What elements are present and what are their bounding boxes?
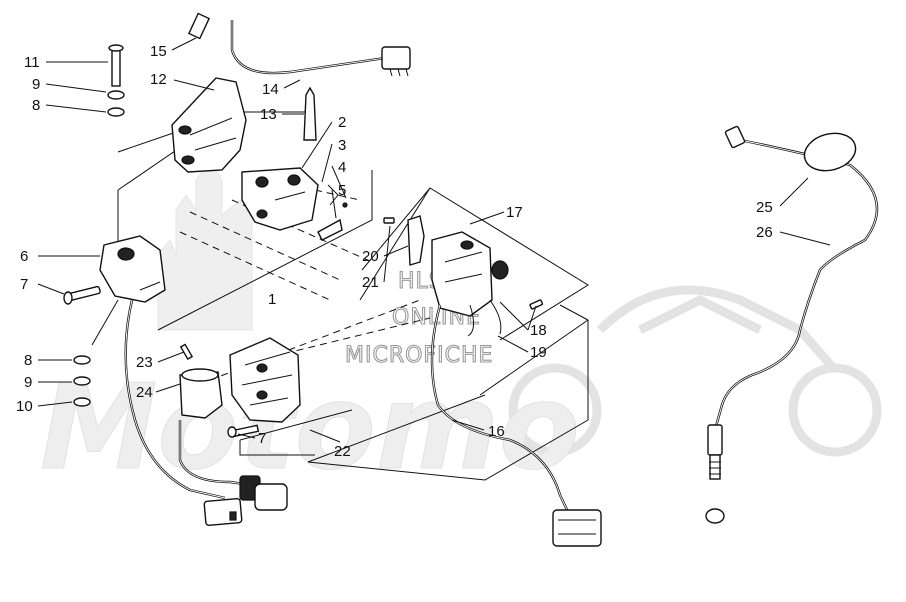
callout-4: 4	[338, 159, 346, 176]
watermark-motorcycle	[508, 285, 882, 457]
callout-11: 11	[24, 54, 40, 71]
callout-9b: 9	[24, 374, 32, 391]
leader-lines	[37, 37, 831, 443]
washer-9-upper	[107, 90, 125, 100]
washer-8-lower	[73, 355, 91, 365]
callout-22: 22	[334, 443, 351, 460]
callout-24: 24	[136, 384, 153, 401]
callout-12: 12	[150, 71, 167, 88]
callout-18: 18	[530, 322, 547, 339]
bracket-20	[407, 215, 425, 266]
callout-7b: 7	[258, 430, 266, 447]
spark-plug-wire-26	[705, 125, 879, 524]
mounting-bracket-12	[171, 77, 247, 173]
clip-5	[317, 218, 343, 241]
screw-18	[529, 299, 544, 310]
connector-left-upper	[239, 475, 288, 511]
housing-6	[99, 235, 166, 303]
watermark-brand: Motomo	[40, 358, 580, 496]
callout-13: 13	[260, 106, 277, 123]
connector-15	[187, 12, 211, 40]
watermark: Motomo HLSM'S ONLINE MICROFICHE	[40, 159, 882, 497]
washer-9-lower	[73, 376, 91, 386]
watermark-line-3: MICROFICHE	[345, 343, 493, 368]
watermark-castle	[157, 159, 253, 331]
callout-6: 6	[20, 248, 28, 265]
callout-21: 21	[362, 274, 379, 291]
pin-4	[342, 202, 348, 208]
callout-19: 19	[530, 344, 547, 361]
callout-23: 23	[136, 354, 153, 371]
callout-1: 1	[268, 291, 276, 308]
wire-lead-14	[230, 20, 411, 77]
connector-left-lower	[203, 498, 243, 526]
harness-16	[430, 304, 602, 547]
callout-10: 10	[16, 398, 33, 415]
callout-26: 26	[756, 224, 773, 241]
callout-3: 3	[338, 137, 346, 154]
callout-8a: 8	[32, 97, 40, 114]
callout-9a: 9	[32, 76, 40, 93]
callouts: 1 2 3 4 5 6 7 7 8 8 9 9 10 11 12 13 14 1…	[16, 43, 773, 460]
callout-7a: 7	[20, 276, 28, 293]
callout-8b: 8	[24, 352, 32, 369]
spring-3	[327, 184, 339, 206]
callout-14: 14	[262, 81, 279, 98]
harness-wire-left	[124, 299, 259, 500]
washer-10-lower	[73, 397, 91, 407]
callout-2: 2	[338, 114, 346, 131]
callout-5: 5	[338, 182, 346, 199]
callout-25: 25	[756, 199, 773, 216]
module-24	[179, 368, 223, 419]
callout-17: 17	[506, 204, 523, 221]
washer-8-upper	[107, 107, 125, 117]
screw-23	[179, 343, 194, 361]
switch-housing-2	[241, 167, 319, 231]
terminal-13	[303, 86, 317, 141]
screw-21	[383, 217, 395, 224]
switch-assembly-17	[431, 231, 509, 317]
wire-19	[467, 299, 502, 337]
bolt-11	[108, 44, 124, 87]
callout-20: 20	[362, 248, 379, 265]
rotor-cover-22	[229, 337, 301, 423]
callout-15: 15	[150, 43, 167, 60]
screw-7-upper	[63, 285, 101, 305]
callout-16: 16	[488, 423, 505, 440]
